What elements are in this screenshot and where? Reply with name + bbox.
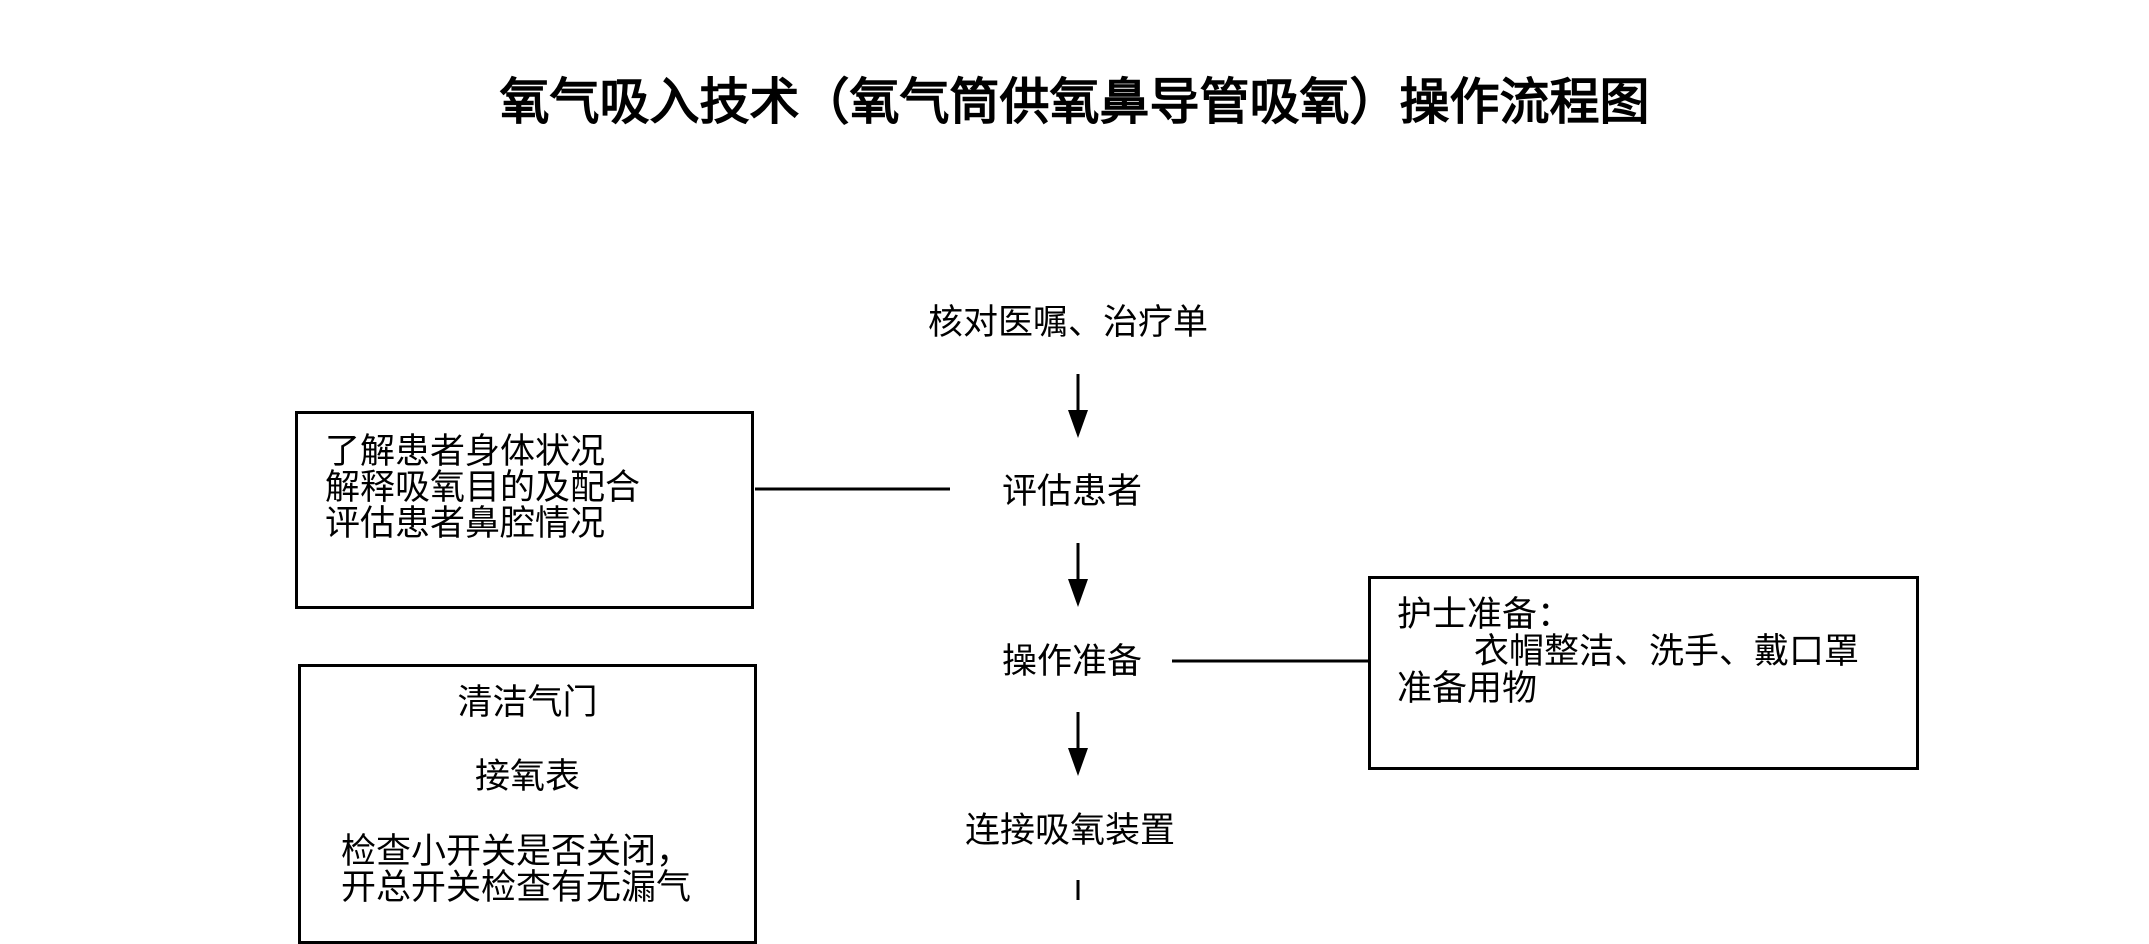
arrow-prep-to-connect <box>1068 712 1088 776</box>
assessment-line: 评估患者鼻腔情况 <box>325 504 606 544</box>
assessment-box: 了解患者身体状况 解释吸氧目的及配合 评估患者鼻腔情况 <box>295 411 754 609</box>
device-step-attach-meter: 接氧表 <box>474 757 580 797</box>
step-assess-patient: 评估患者 <box>1002 472 1143 512</box>
nurse-prep-box: 护士准备： 衣帽整洁、洗手、戴口罩 准备用物 <box>1368 576 1919 770</box>
nurse-prep-heading: 护士准备： <box>1397 595 1573 635</box>
page-title: 氧气吸入技术（氧气筒供氧鼻导管吸氧）操作流程图 <box>499 72 1650 131</box>
step-check-orders: 核对医嘱、治疗单 <box>928 303 1209 343</box>
nurse-prep-line: 准备用物 <box>1397 669 1538 709</box>
device-step-check-leak: 开总开关检查有无漏气 <box>341 868 692 908</box>
nurse-prep-line: 衣帽整洁、洗手、戴口罩 <box>1474 632 1860 672</box>
arrow-check-to-assess <box>1068 374 1088 438</box>
device-setup-box: 清洁气门 接氧表 检查小开关是否关闭， 开总开关检查有无漏气 <box>298 664 757 944</box>
device-step-check-switch: 检查小开关是否关闭， <box>341 832 692 872</box>
assessment-line: 了解患者身体状况 <box>325 432 606 472</box>
assessment-line: 解释吸氧目的及配合 <box>325 468 641 508</box>
step-prepare-operation: 操作准备 <box>1002 642 1143 682</box>
arrow-assess-to-prep <box>1068 543 1088 607</box>
step-connect-oxygen-device: 连接吸氧装置 <box>965 811 1176 851</box>
device-step-clean-valve: 清洁气门 <box>457 683 598 723</box>
